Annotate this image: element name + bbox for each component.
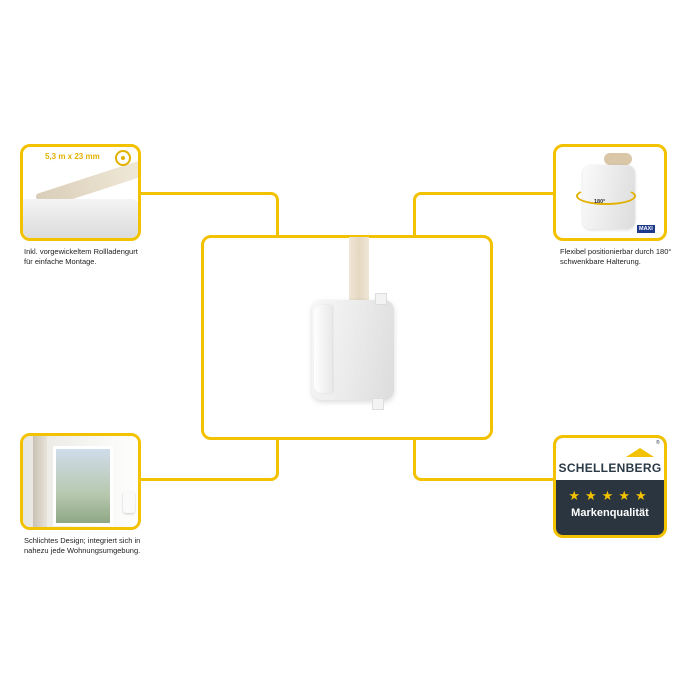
rotation-arrow-icon [576,187,636,205]
connector-top-right [413,192,553,236]
mount-tab-top [375,293,387,305]
feature-mount-panel: 180° [553,144,667,241]
rating-stars: ★★★★★ [568,488,652,503]
connector-top-left [140,192,279,236]
wall-winder-image [123,491,135,513]
winder-box-image [23,199,138,238]
brand-panel: ® SCHELLENBERG ★★★★★ Markenqualität [553,435,667,538]
mount-caption: Flexibel positionierbar durch 180° schwe… [560,247,672,266]
brand-name: SCHELLENBERG [558,461,662,475]
strap-reel-image [604,153,632,165]
connector-bottom-right [413,439,553,481]
feature-design-panel [20,433,141,530]
maxi-badge: MAXI [637,225,655,233]
brand-logo-area [556,438,664,480]
strap-caption: Inkl. vorgewickeltem Rollladengurt für e… [24,247,138,266]
curtain-image [33,436,47,527]
window-image [53,446,113,526]
registered-mark: ® [656,440,660,446]
feature-strap-panel [20,144,141,241]
mount-tab-bottom [372,398,384,410]
roof-icon [626,448,654,457]
brand-quality-label: Markenqualität [571,507,649,519]
rotation-angle: 180° [594,199,606,205]
strap-dimension: 5,3 m x 23 mm [45,152,100,161]
main-product-strap [349,237,369,307]
design-caption: Schlichtes Design; integriert sich in na… [24,536,141,555]
connector-bottom-left [140,439,279,481]
roll-icon [115,150,131,166]
main-product-cap [314,305,332,393]
